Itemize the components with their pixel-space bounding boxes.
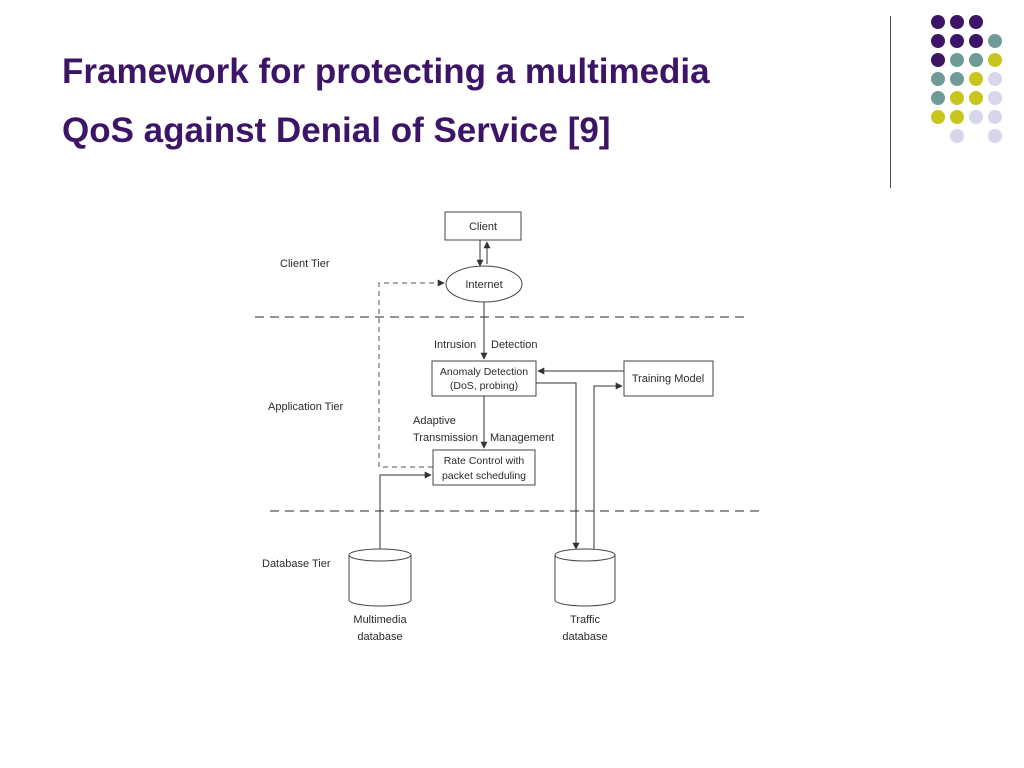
decorative-dot [969, 110, 983, 124]
multimedia-database-label-2: database [357, 631, 402, 643]
slide-title-line-2: QoS against Denial of Service [9] [62, 111, 611, 150]
slide-title-line-1: Framework for protecting a multimedia [62, 52, 710, 91]
internet-node: Internet [445, 265, 523, 303]
label-adaptive: Adaptive [413, 415, 456, 427]
client-node-label: Client [469, 221, 497, 233]
tier-label-application: Application Tier [268, 401, 344, 413]
tier-label-database: Database Tier [262, 558, 331, 570]
multimedia-to-rate-control-arrow [379, 471, 432, 549]
decorative-dot [950, 110, 964, 124]
decorative-dot [950, 15, 964, 29]
traffic-database-label-2: database [562, 631, 607, 643]
client-node: Client [444, 211, 522, 241]
anomaly-to-traffic-arrow [536, 382, 580, 550]
anomaly-detection-node: Anomaly Detection (DoS, probing) [431, 360, 537, 397]
decorative-dot [988, 72, 1002, 86]
training-model-node: Training Model [623, 360, 714, 397]
decorative-dot [988, 53, 1002, 67]
decorative-dot [988, 129, 1002, 143]
rate-control-label-2: packet scheduling [442, 470, 526, 482]
decorative-dot [931, 34, 945, 48]
decorative-dot [988, 91, 1002, 105]
traffic-to-training-arrow [593, 382, 623, 549]
feedback-dashed-arrow [378, 279, 445, 468]
label-management: Management [490, 432, 554, 444]
internet-node-label: Internet [465, 279, 502, 291]
decorative-dot [988, 110, 1002, 124]
title-divider-line [890, 16, 891, 188]
anomaly-detection-label-2: (DoS, probing) [450, 380, 518, 392]
decorative-dot [950, 72, 964, 86]
decorative-dot [931, 72, 945, 86]
decorative-dot [931, 53, 945, 67]
decorative-dot [950, 34, 964, 48]
tier-label-client: Client Tier [280, 258, 330, 270]
decorative-dot [969, 53, 983, 67]
training-model-label: Training Model [632, 373, 704, 385]
multimedia-database-label-1: Multimedia [353, 614, 407, 626]
decorative-dot [931, 110, 945, 124]
rate-control-label-1: Rate Control with [444, 455, 525, 467]
label-intrusion: Intrusion [434, 339, 476, 351]
decorative-dot [988, 34, 1002, 48]
decorative-dot-grid [931, 15, 1002, 143]
decorative-dot [931, 15, 945, 29]
decorative-dot [969, 15, 983, 29]
traffic-database-node: Traffic database [554, 548, 616, 643]
traffic-database-label-1: Traffic [570, 614, 600, 626]
label-detection: Detection [491, 339, 537, 351]
decorative-dot [931, 91, 945, 105]
rate-control-node: Rate Control with packet scheduling [432, 449, 536, 486]
label-transmission: Transmission [413, 432, 478, 444]
decorative-dot [950, 91, 964, 105]
anomaly-detection-label-1: Anomaly Detection [440, 366, 528, 378]
decorative-dot [969, 34, 983, 48]
decorative-dot [950, 53, 964, 67]
decorative-dot [969, 72, 983, 86]
decorative-dot [950, 129, 964, 143]
multimedia-database-node: Multimedia database [348, 548, 412, 643]
decorative-dot [969, 91, 983, 105]
